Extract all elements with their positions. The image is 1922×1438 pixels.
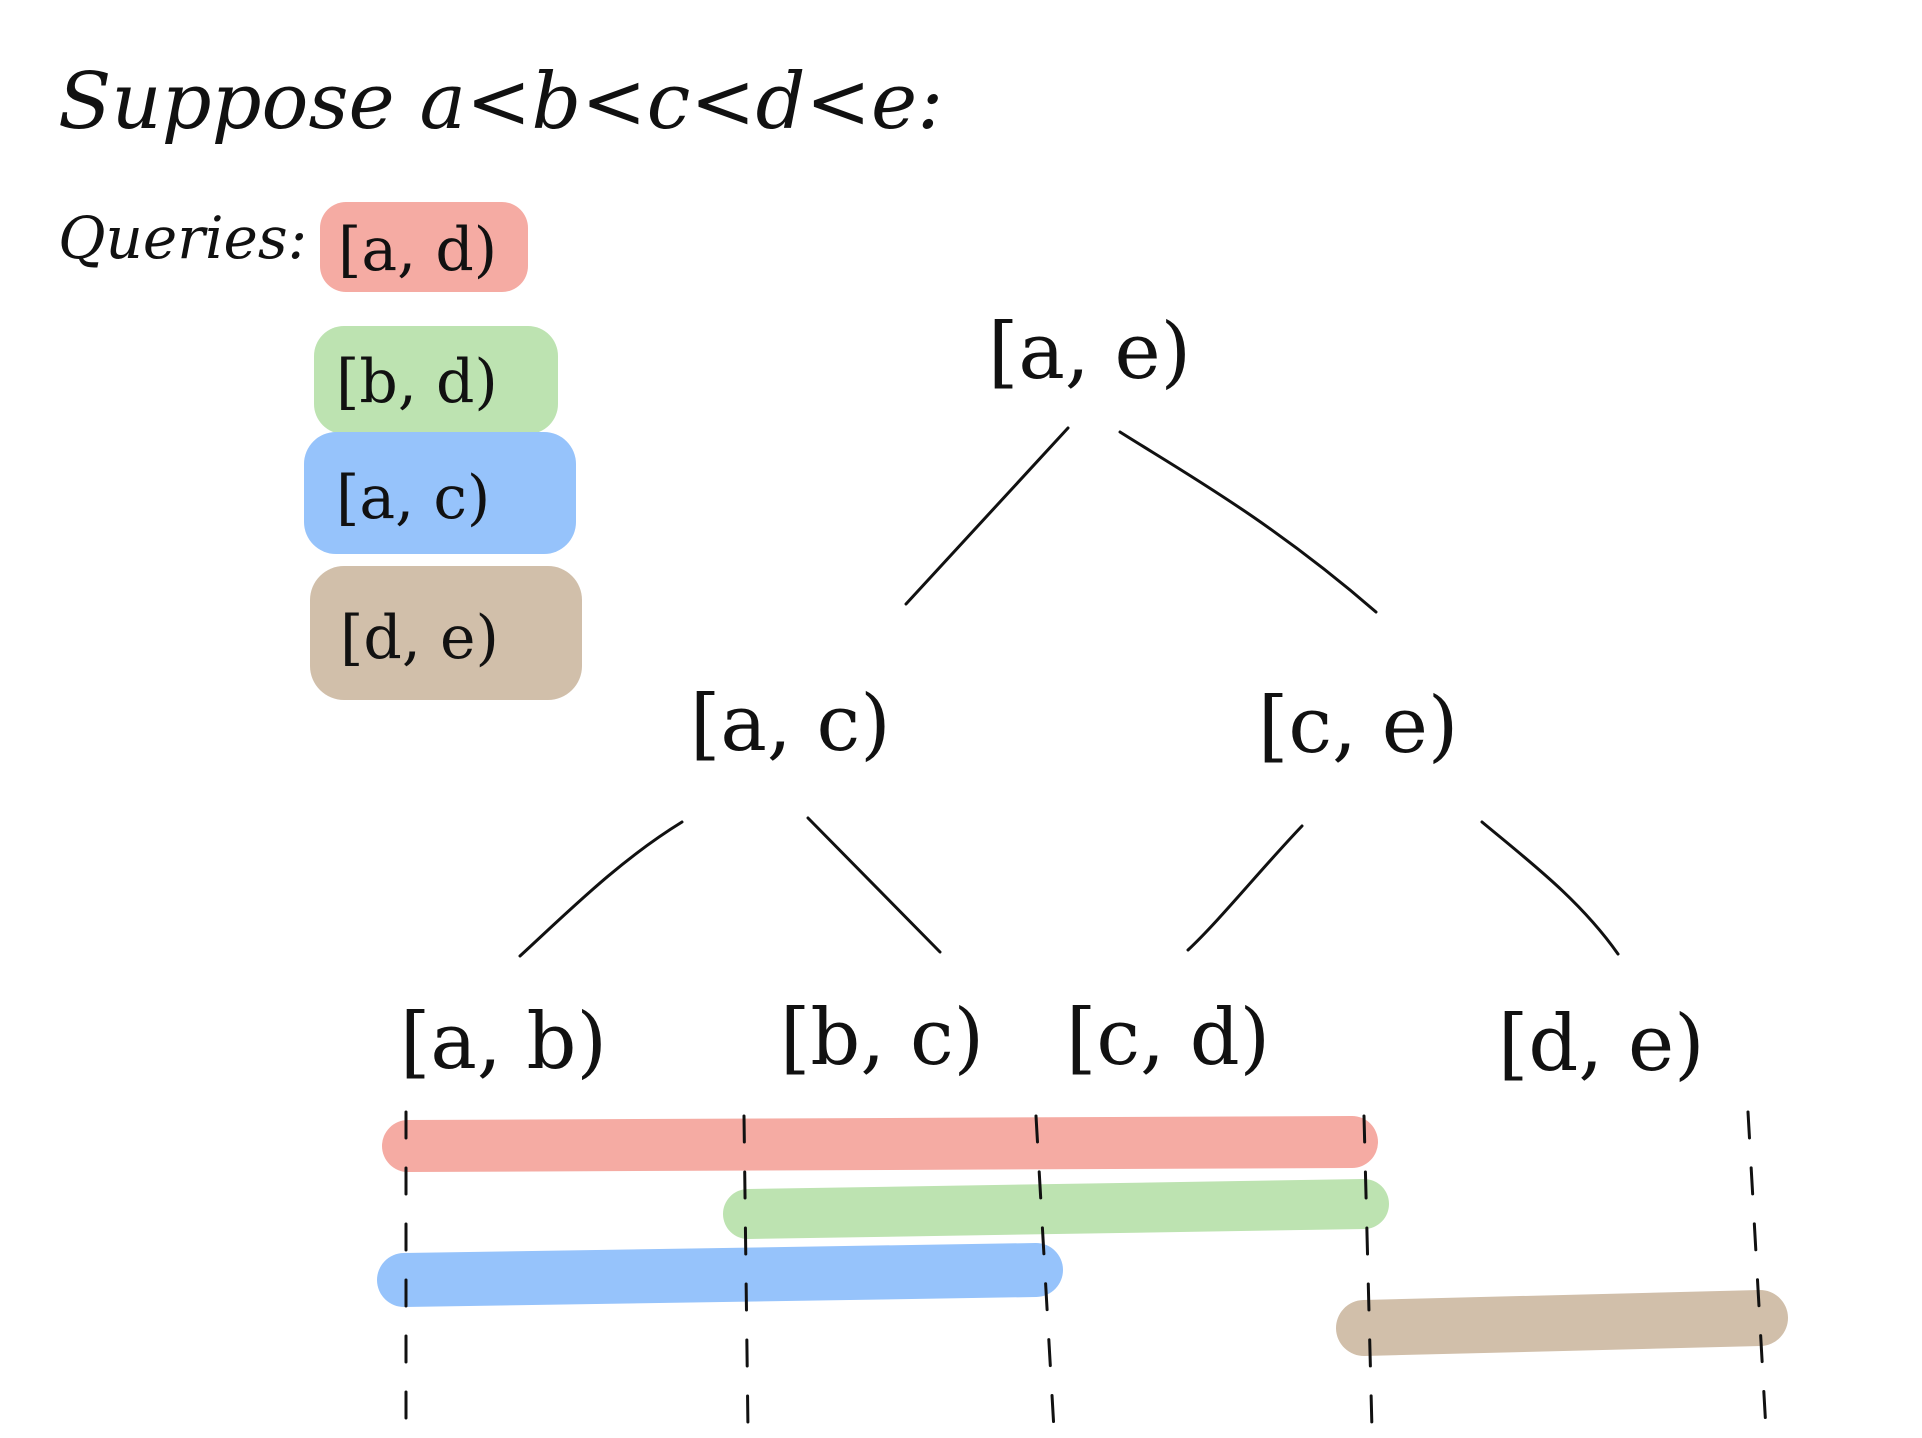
node-c-d: [c, d) <box>1066 993 1270 1083</box>
node-b-c: [b, c) <box>780 993 984 1083</box>
edge-ce-left <box>1186 824 1304 952</box>
query-legend: [a, d) [b, d) [a, c) [d, e) <box>304 202 582 700</box>
query-chip-a-c: [a, c) <box>304 432 576 554</box>
node-c-e: [c, e) <box>1258 681 1458 771</box>
query-chip-a-d-swatch <box>320 202 528 292</box>
edge-ac-left <box>518 820 684 958</box>
tree-nodes: [a, e) [a, c) [c, e) [a, b) [b, c) [c, d… <box>400 307 1705 1089</box>
query-chip-a-d-label: [a, d) <box>338 215 497 285</box>
range-bar-d-e <box>1336 1290 1788 1356</box>
range-bar-b-d <box>723 1179 1389 1239</box>
query-chip-a-d: [a, d) <box>320 202 528 292</box>
query-chip-b-d: [b, d) <box>314 326 558 434</box>
node-a-b: [a, b) <box>400 997 607 1087</box>
query-chip-a-c-label: [a, c) <box>336 463 490 533</box>
query-chip-d-e-swatch <box>310 566 582 700</box>
node-a-c: [a, c) <box>690 679 891 769</box>
edge-root-right <box>1118 430 1378 614</box>
query-chip-b-d-label: [b, d) <box>336 347 498 417</box>
node-root: [a, e) <box>988 307 1191 397</box>
edge-root-left <box>904 426 1070 606</box>
query-range-bars <box>377 1116 1788 1356</box>
node-d-e: [d, e) <box>1498 999 1705 1089</box>
range-bar-a-d <box>382 1116 1378 1172</box>
query-chip-d-e-label: [d, e) <box>340 603 499 673</box>
range-bar-a-c <box>377 1243 1063 1307</box>
edge-ac-right <box>806 816 942 954</box>
suppose-heading: Suppose a<b<c<d<e: <box>58 57 943 147</box>
boundary-tick-e <box>1746 1110 1768 1432</box>
tree-edges <box>518 426 1620 958</box>
queries-label: Queries: <box>58 204 307 272</box>
query-chip-d-e: [d, e) <box>310 566 582 700</box>
query-chip-b-d-swatch <box>314 326 558 434</box>
edge-ce-right <box>1480 820 1620 956</box>
query-chip-a-c-swatch <box>304 432 576 554</box>
